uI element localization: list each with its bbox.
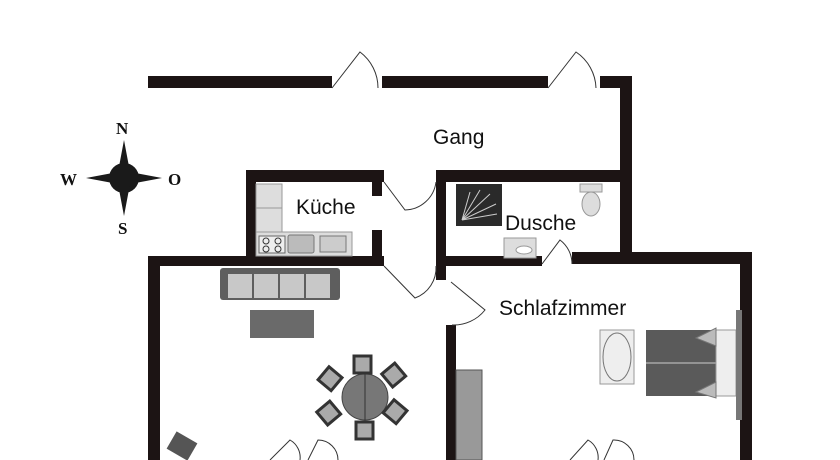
compass-west: W — [60, 170, 77, 189]
bedroom-furniture — [455, 310, 742, 460]
room-label-dusche: Dusche — [505, 212, 577, 235]
doors — [269, 51, 635, 460]
bathroom-fixtures — [456, 183, 603, 259]
room-label-kueche: Küche — [296, 196, 356, 219]
compass-north: N — [116, 119, 129, 138]
living-furniture — [166, 268, 410, 460]
room-label-schlafzimmer: Schlafzimmer — [499, 297, 627, 320]
walls — [148, 76, 752, 460]
kitchen-counter — [255, 183, 353, 257]
compass-rose-icon — [86, 140, 162, 216]
compass-south: S — [118, 219, 128, 238]
room-label-gang: Gang — [433, 126, 485, 149]
compass-east: O — [168, 170, 182, 189]
